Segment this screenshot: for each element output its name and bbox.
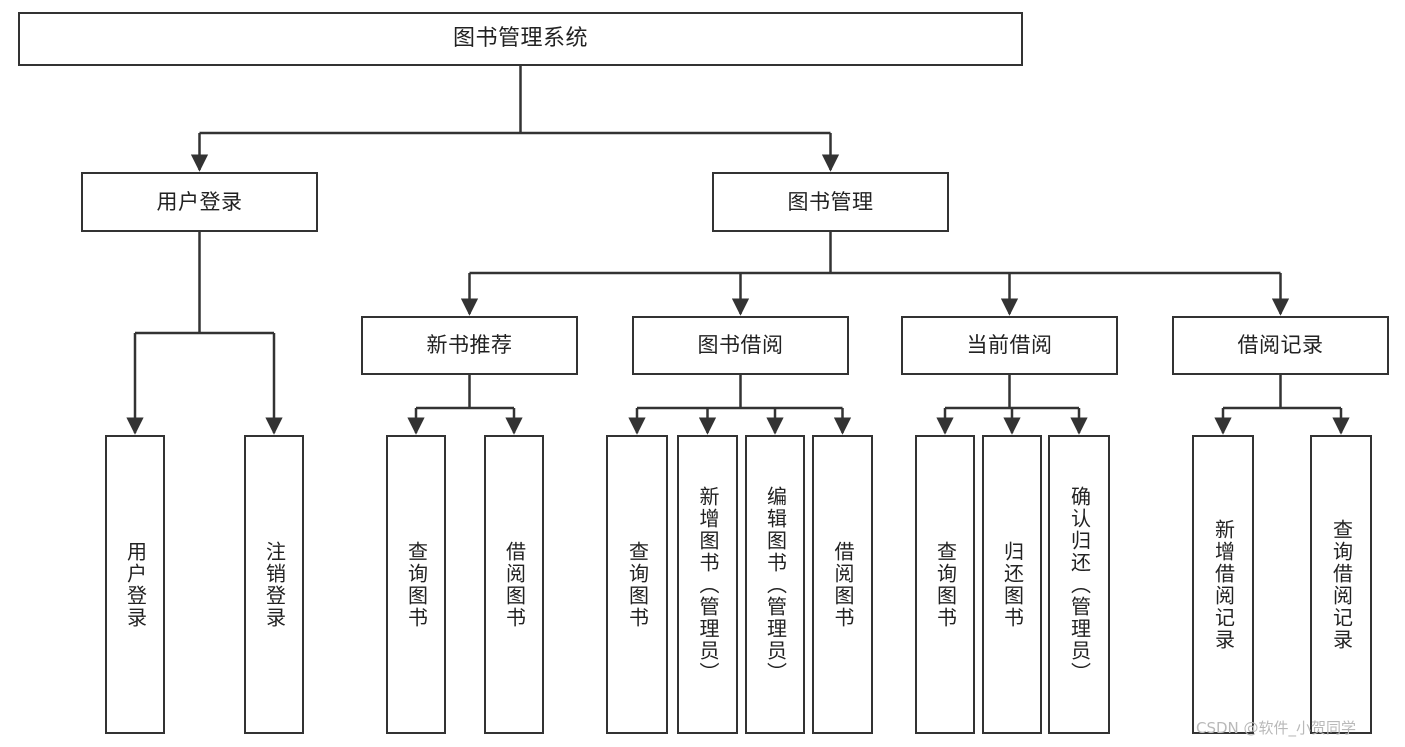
node-label-leaf-edit-book: 编辑图书（管理员）	[763, 485, 788, 684]
node-leaf-borrow-1[interactable]: 借阅图书	[484, 435, 544, 734]
node-label-book-borrow: 图书借阅	[697, 333, 784, 358]
node-label-leaf-logout: 注销登录	[262, 540, 287, 629]
node-leaf-edit-book[interactable]: 编辑图书（管理员）	[745, 435, 805, 734]
edge-layer	[126, 66, 1350, 435]
node-label-leaf-add-book: 新增图书（管理员）	[696, 485, 720, 684]
node-leaf-user-login[interactable]: 用户登录	[105, 435, 165, 734]
node-label-user-login: 用户登录	[156, 189, 243, 214]
node-leaf-borrow-2[interactable]: 借阅图书	[812, 435, 873, 734]
node-leaf-add-rec[interactable]: 新增借阅记录	[1192, 435, 1254, 734]
node-label-leaf-query-2: 查询图书	[625, 540, 650, 629]
node-label-leaf-query-1: 查询图书	[404, 540, 429, 629]
node-user-login[interactable]: 用户登录	[81, 172, 318, 232]
node-borrow-record[interactable]: 借阅记录	[1172, 316, 1389, 375]
node-leaf-logout[interactable]: 注销登录	[244, 435, 304, 734]
node-label-leaf-add-rec: 新增借阅记录	[1211, 518, 1236, 651]
node-label-leaf-borrow-2: 借阅图书	[831, 540, 855, 629]
node-label-leaf-user-login: 用户登录	[123, 540, 148, 629]
node-leaf-return[interactable]: 归还图书	[982, 435, 1042, 734]
node-label-leaf-borrow-1: 借阅图书	[502, 540, 527, 629]
node-new-book-rec[interactable]: 新书推荐	[361, 316, 578, 375]
node-label-leaf-query-rec: 查询借阅记录	[1329, 518, 1354, 651]
node-root[interactable]: 图书管理系统	[18, 12, 1023, 66]
node-label-borrow-record: 借阅记录	[1237, 333, 1324, 358]
node-label-new-book-rec: 新书推荐	[426, 333, 513, 358]
node-leaf-query-2[interactable]: 查询图书	[606, 435, 668, 734]
node-label-current-borrow: 当前借阅	[966, 333, 1053, 358]
node-leaf-confirm[interactable]: 确认归还（管理员）	[1048, 435, 1110, 734]
node-label-leaf-confirm: 确认归还（管理员）	[1067, 485, 1092, 684]
node-label-book-manage: 图书管理	[787, 189, 874, 214]
node-book-manage[interactable]: 图书管理	[712, 172, 949, 232]
node-current-borrow[interactable]: 当前借阅	[901, 316, 1118, 375]
node-leaf-query-rec[interactable]: 查询借阅记录	[1310, 435, 1372, 734]
node-label-leaf-return: 归还图书	[1000, 540, 1025, 629]
node-leaf-add-book[interactable]: 新增图书（管理员）	[677, 435, 738, 734]
node-leaf-query-1[interactable]: 查询图书	[386, 435, 446, 734]
node-label-root: 图书管理系统	[452, 26, 588, 52]
node-leaf-query-3[interactable]: 查询图书	[915, 435, 975, 734]
node-label-leaf-query-3: 查询图书	[933, 540, 958, 629]
node-book-borrow[interactable]: 图书借阅	[632, 316, 849, 375]
